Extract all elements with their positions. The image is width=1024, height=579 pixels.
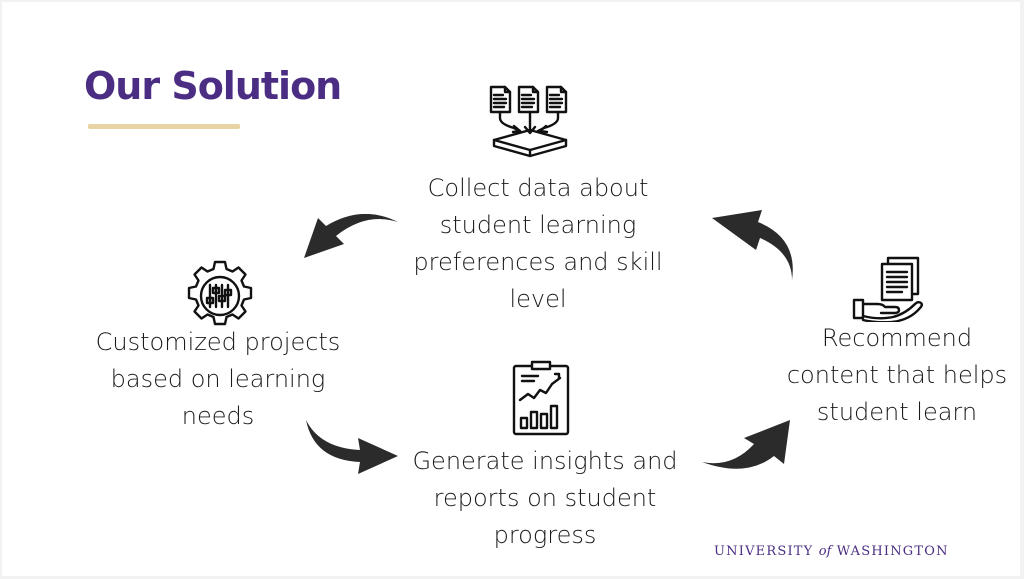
hand-document-icon <box>852 256 923 322</box>
step-collect-text: Collect data about student learning pref… <box>388 170 688 318</box>
arrow-bottom-left-icon <box>306 420 398 474</box>
logo-text-pre: UNIVERSITY <box>714 544 819 559</box>
page-title: Our Solution <box>84 64 342 108</box>
step-customize-line-3: needs <box>181 402 255 430</box>
step-insights-line-3: progress <box>493 521 597 549</box>
step-collect-line-4: level <box>509 285 567 313</box>
step-collect-line-3: preferences and skill <box>413 248 663 276</box>
step-insights-line-2: reports on student <box>433 484 657 512</box>
data-collection-icon <box>489 85 568 158</box>
university-logo: UNIVERSITY of WASHINGTON <box>714 544 949 559</box>
logo-text-post: WASHINGTON <box>831 544 949 559</box>
arrow-top-right-icon <box>712 210 793 280</box>
step-collect-line-1: Collect data about <box>427 174 649 202</box>
step-insights-text: Generate insights and reports on student… <box>400 443 690 554</box>
step-recommend-line-3: student learn <box>816 398 978 426</box>
step-customize-line-2: based on learning <box>110 365 326 393</box>
title-underline <box>88 124 240 129</box>
step-insights-line-1: Generate insights and <box>412 447 678 475</box>
step-recommend-line-1: Recommend <box>821 324 973 352</box>
report-chart-icon <box>512 360 570 436</box>
step-collect-line-2: student learning <box>439 211 637 239</box>
arrow-bottom-right-icon <box>702 420 790 469</box>
step-recommend-text: Recommend content that helps student lea… <box>772 320 1022 431</box>
step-customize-text: Customized projects based on learning ne… <box>78 324 358 435</box>
arrow-top-left-icon <box>304 214 398 258</box>
gear-sliders-icon <box>187 260 253 326</box>
logo-text-of: of <box>818 544 832 559</box>
step-customize-line-1: Customized projects <box>95 328 341 356</box>
step-recommend-line-2: content that helps <box>786 361 1008 389</box>
